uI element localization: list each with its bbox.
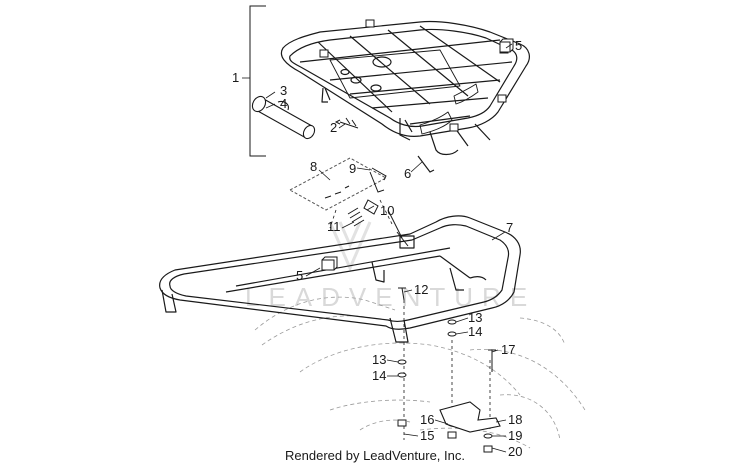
callout-13-left: 13 xyxy=(372,352,386,367)
bolt-item-2 xyxy=(334,117,359,129)
callout-5-upper: 5 xyxy=(515,38,522,53)
callout-2: 2 xyxy=(330,120,337,135)
callout-11: 11 xyxy=(327,219,341,234)
rear-rack-assembly xyxy=(280,20,530,156)
assembly-bracket xyxy=(249,5,266,157)
callout-5-lower: 5 xyxy=(296,268,303,283)
callout-14-right: 14 xyxy=(468,324,482,339)
lower-support-frame xyxy=(159,215,521,343)
callout-12: 12 xyxy=(414,282,428,297)
callout-17: 17 xyxy=(501,342,515,357)
callout-9: 9 xyxy=(349,161,356,176)
bolt-item-12 xyxy=(398,287,406,301)
left-washer-stack xyxy=(397,359,407,427)
bolt-item-17 xyxy=(488,349,496,372)
callout-7: 7 xyxy=(506,220,513,235)
leader-lines xyxy=(242,43,513,453)
callout-3: 3 xyxy=(280,83,287,98)
tube-with-cap xyxy=(251,95,316,140)
bent-pin xyxy=(417,155,435,173)
callout-18: 18 xyxy=(508,412,522,427)
callout-19: 19 xyxy=(508,428,522,443)
frame-bumper xyxy=(321,256,338,271)
callout-13-right: 13 xyxy=(468,310,482,325)
callout-10: 10 xyxy=(380,203,394,218)
callout-14-left: 14 xyxy=(372,368,386,383)
latch-hardware-kit xyxy=(288,157,388,211)
callout-4: 4 xyxy=(280,96,287,111)
callout-labels: 1 2 3 4 5 5 6 7 8 9 10 11 12 13 13 14 14… xyxy=(232,38,522,459)
callout-8: 8 xyxy=(310,159,317,174)
mount-bracket xyxy=(439,401,501,433)
callout-15: 15 xyxy=(420,428,434,443)
callout-6: 6 xyxy=(404,166,411,181)
bracket-fasteners xyxy=(483,433,493,453)
callout-1: 1 xyxy=(232,70,239,85)
callout-20: 20 xyxy=(508,444,522,459)
rendered-by-credit: Rendered by LeadVenture, Inc. xyxy=(285,448,465,463)
callout-16: 16 xyxy=(420,412,434,427)
loose-bumper xyxy=(499,38,514,53)
spring-and-pin xyxy=(347,199,409,247)
